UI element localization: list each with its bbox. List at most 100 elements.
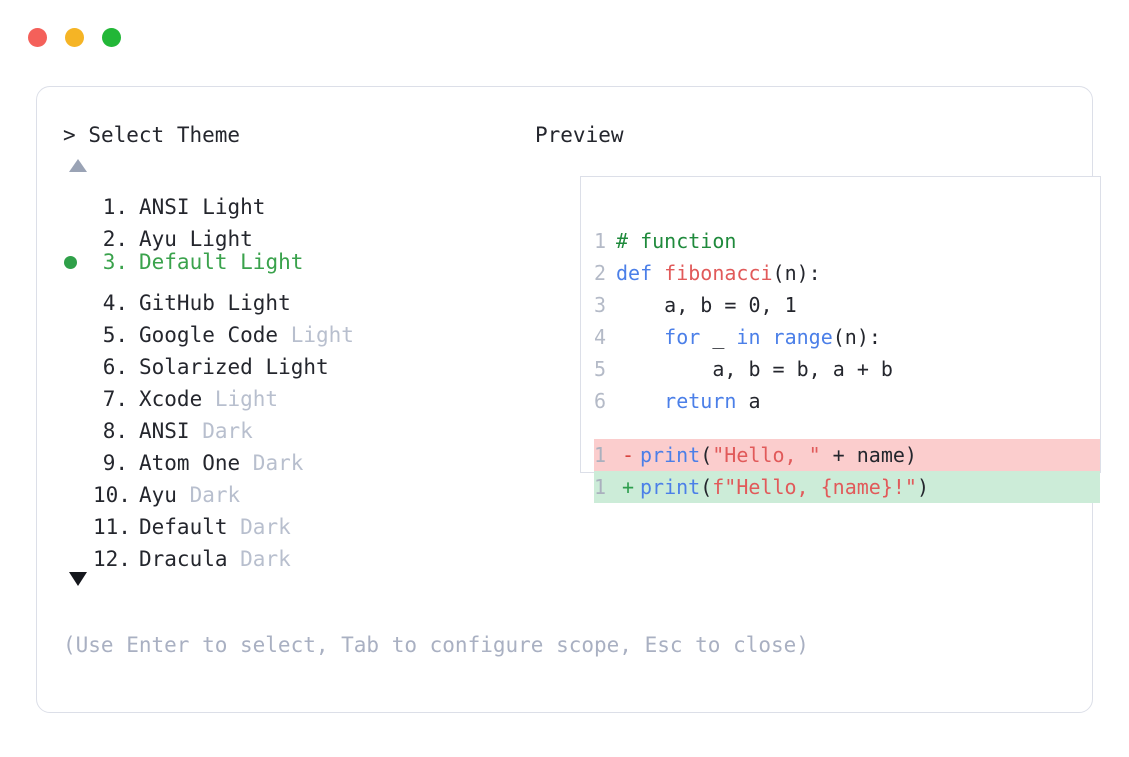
theme-item-name: Default: [139, 250, 228, 274]
code-token-plain: (: [700, 475, 713, 499]
theme-list-item[interactable]: 7.Xcode Light: [63, 374, 533, 411]
code-line: 1 # function: [594, 225, 1100, 257]
code-token-plain: a, b = 0, 1: [616, 293, 797, 317]
code-token-str: f"Hello, {name}!": [712, 475, 917, 499]
code-token-plain: (n):: [772, 261, 821, 285]
diff-line-add: 1+print(f"Hello, {name}!"): [594, 471, 1100, 503]
code-token-kw: for: [664, 325, 701, 349]
code-token-kw: return: [664, 389, 737, 413]
theme-item-variant: Light: [278, 323, 354, 347]
theme-item-name: ANSI: [139, 195, 190, 219]
close-button[interactable]: [28, 28, 47, 47]
diff-line-number: 1: [594, 443, 607, 467]
theme-item-number: 12.: [93, 547, 131, 571]
theme-list-item[interactable]: 9. Atom One Dark: [63, 438, 533, 475]
theme-list-item[interactable]: 2. Ayu Light: [63, 214, 533, 251]
theme-item-name: Xcode: [139, 387, 203, 411]
selection-bullet-cell: [63, 406, 93, 438]
code-line: 3 a, b = 0, 1: [594, 289, 1100, 321]
code-token-plain: a: [736, 389, 761, 413]
selection-bullet-cell: [63, 247, 93, 279]
selection-bullet-cell: [63, 310, 93, 342]
theme-list-item[interactable]: 10.Ayu Dark: [63, 470, 533, 507]
code-line-text: a, b = 0, 1: [616, 289, 797, 321]
code-token-kw: def: [616, 261, 665, 285]
scroll-down-icon[interactable]: [69, 572, 87, 586]
code-token-str: "Hello, ": [712, 443, 821, 467]
selection-bullet-cell: [63, 470, 93, 502]
theme-item-variant: Light: [214, 291, 291, 315]
code-line-text: def fibonacci(n):: [616, 257, 821, 289]
code-token-plain: (: [700, 443, 713, 467]
theme-list-item[interactable]: 3. Default Light: [63, 246, 533, 278]
theme-item-name: Solarized: [139, 355, 253, 379]
theme-list-item[interactable]: 4.GitHub Light: [63, 278, 533, 315]
code-line-number: 6: [594, 389, 607, 413]
maximize-button[interactable]: [102, 28, 121, 47]
diff-line-number: 1: [594, 475, 607, 499]
theme-item-name: Ayu: [139, 227, 177, 251]
theme-item-name: GitHub: [139, 291, 215, 315]
code-token-plain: [616, 389, 664, 413]
theme-item-number: 9.: [102, 451, 128, 475]
theme-item-number: 2.: [102, 227, 128, 251]
theme-item-variant: Dark: [227, 547, 291, 571]
code-token-plain: ): [916, 475, 930, 499]
diff-line-del: 1-print("Hello, " + name): [594, 439, 1100, 471]
theme-item-name: Google Code: [139, 323, 279, 347]
prompt-marker: >: [63, 123, 76, 147]
code-line-number: 1: [594, 229, 607, 253]
code-token-plain: [616, 325, 664, 349]
code-line: 5 a, b = b, a + b: [594, 353, 1100, 385]
code-line-number: 2: [594, 261, 607, 285]
code-token-plain: (n):: [832, 325, 881, 349]
theme-item-variant: Light: [189, 195, 266, 219]
code-preview-box: 1 # function 2 def fibonacci(n):3 a, b = 0,…: [580, 176, 1101, 503]
theme-item-number: 11.: [93, 515, 131, 539]
minimize-button[interactable]: [65, 28, 84, 47]
selection-bullet-cell: [63, 342, 93, 374]
code-token-comment: # function: [616, 229, 737, 253]
theme-item-number: 10.: [93, 483, 131, 507]
prompt-header: > Select Theme: [63, 121, 533, 149]
theme-list-item[interactable]: 11.Default Dark: [63, 502, 533, 539]
theme-item-variant: Light: [227, 250, 304, 274]
scroll-up-icon[interactable]: [69, 159, 87, 172]
theme-item-variant: Dark: [227, 515, 291, 539]
theme-list-item[interactable]: 1. ANSI Light: [63, 182, 533, 219]
code-token-plain: a, b = b, a + b: [616, 357, 893, 381]
theme-list-item[interactable]: 5. Google Code Light: [63, 310, 533, 347]
code-line: 6 return a: [594, 385, 1100, 417]
theme-item-number: 6.: [102, 355, 128, 379]
code-token-plain: + name): [820, 443, 917, 467]
code-line: 4 for _ in range(n):: [594, 321, 1100, 353]
theme-item-name: Atom One: [139, 451, 241, 475]
window-traffic-lights: [28, 28, 121, 47]
code-line-text: return a: [616, 385, 761, 417]
code-line-text: a, b = b, a + b: [616, 353, 893, 385]
code-token-kw: print: [640, 443, 701, 467]
selection-bullet-cell: [63, 182, 93, 214]
code-line-text: print(f"Hello, {name}!"): [640, 471, 929, 503]
theme-list-item[interactable]: 8.ANSI Dark: [63, 406, 533, 443]
theme-item-number: 5.: [102, 323, 128, 347]
diff-marker: -: [621, 443, 635, 467]
selection-bullet-cell: [63, 502, 93, 534]
page-title: Select Theme: [88, 123, 241, 147]
selection-bullet-cell: [63, 534, 93, 566]
theme-item-name: ANSI: [139, 419, 190, 443]
theme-item-variant: Dark: [240, 451, 304, 475]
theme-list-item[interactable]: 6.Solarized Light: [63, 342, 533, 379]
theme-item-number: 1.: [102, 195, 128, 219]
theme-item-variant: Light: [176, 227, 253, 251]
theme-item-name: Dracula: [139, 547, 228, 571]
code-line: 2 def fibonacci(n):: [594, 257, 1100, 289]
theme-item-number: 3.: [102, 250, 128, 274]
keyboard-hint: (Use Enter to select, Tab to configure s…: [63, 633, 809, 657]
theme-list-item[interactable]: 12. Dracula Dark: [63, 534, 533, 571]
code-line-number: 4: [594, 325, 607, 349]
